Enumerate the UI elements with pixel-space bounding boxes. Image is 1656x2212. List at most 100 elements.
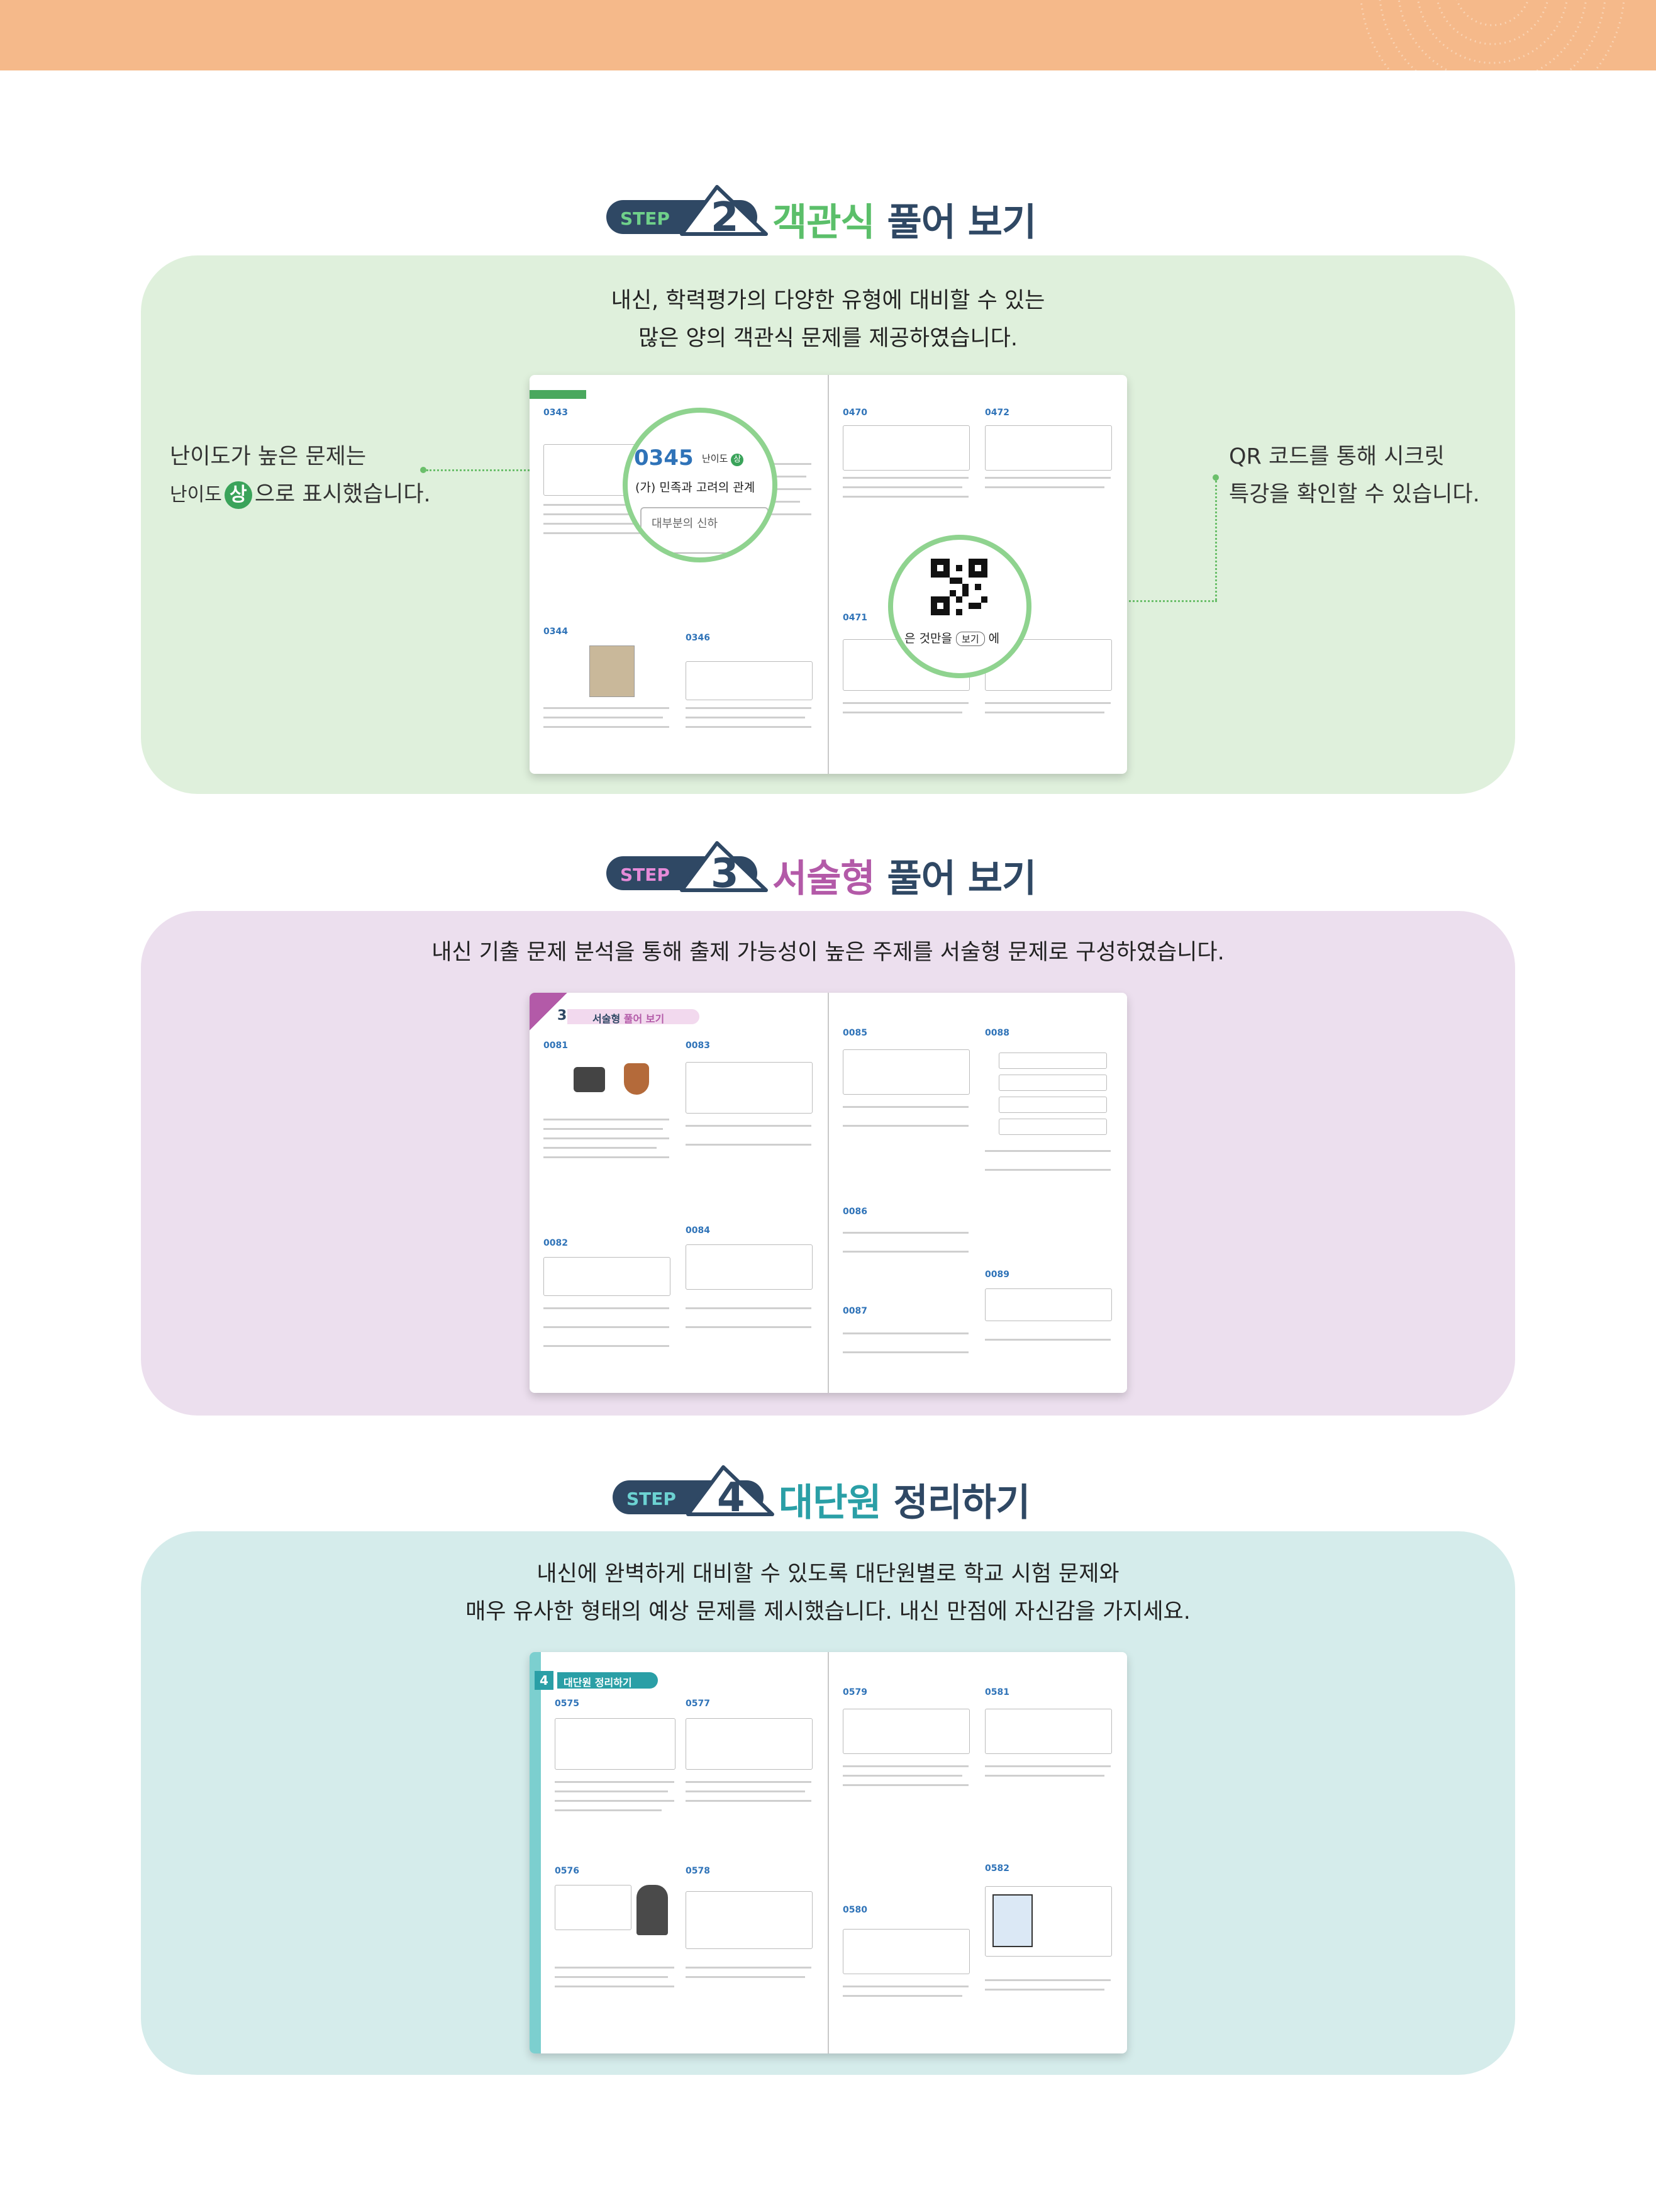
step4-tab-number: 4 (535, 1671, 553, 1690)
step4-header: STEP 4 대단원 정리하기 (0, 1460, 1656, 1535)
step4-title: 대단원 정리하기 (779, 1472, 1030, 1527)
qr-code-icon (931, 559, 987, 615)
question-number: 0089 (985, 1270, 1009, 1280)
question-number: 0578 (686, 1866, 710, 1876)
zoom-qr-text: 은 것만을 (904, 632, 952, 645)
step3-left-page: 3 서술형 풀어 보기 0081 0082 0083 0084 (530, 993, 828, 1393)
step2-title: 객관식 풀어 보기 (772, 192, 1036, 247)
step2-desc-line1: 내신, 학력평가의 다양한 유형에 대비할 수 있는 (611, 288, 1045, 313)
callout-line-left (426, 469, 628, 471)
difficulty-note-suffix: 으로 표시했습니다. (254, 482, 431, 507)
question-number: 0344 (543, 627, 568, 637)
step3-desc-line1: 내신 기출 문제 분석을 통해 출제 가능성이 높은 주제를 서술형 문제로 구… (431, 940, 1225, 965)
step2-header: STEP 2 객관식 풀어 보기 (0, 179, 1656, 255)
step3-tab-number: 3 (557, 1008, 567, 1024)
question-number: 0088 (985, 1028, 1009, 1038)
qr-note: QR 코드를 통해 시크릿 특강을 확인할 수 있습니다. (1229, 438, 1480, 513)
question-passage-box (843, 1929, 970, 1974)
question-passage-box (843, 425, 970, 471)
step3-right-page: 0085 0086 0087 0088 0089 (829, 993, 1127, 1393)
question-number: 0580 (843, 1905, 867, 1915)
step2-desc-line2: 많은 양의 객관식 문제를 제공하였습니다. (638, 326, 1018, 351)
callout-dot-left (420, 467, 426, 473)
question-tv-box (985, 1886, 1112, 1957)
question-number: 0082 (543, 1238, 568, 1248)
question-image (589, 645, 635, 697)
question-passage-box (555, 1885, 631, 1930)
difficulty-note-line1: 난이도가 높은 문제는 (170, 444, 367, 469)
question-number: 0575 (555, 1699, 579, 1709)
question-passage-box (686, 1244, 813, 1290)
step4-desc-line1: 내신에 완벽하게 대비할 수 있도록 대단원별로 학교 시험 문제와 (536, 1561, 1120, 1587)
step2-badge-number: 2 (711, 194, 739, 241)
step4-badge-number: 4 (717, 1475, 745, 1521)
question-passage-box (686, 661, 813, 700)
step3-tab-label2: 풀어 보기 (623, 1013, 665, 1025)
question-passage-box (543, 1257, 670, 1296)
step3-badge-number: 3 (711, 851, 739, 897)
step3-corner-tab (530, 993, 567, 1031)
step4-badge-icon: STEP 4 (613, 1465, 774, 1521)
step3-header: STEP 3 서술형 풀어 보기 (0, 835, 1656, 911)
step4-description: 내신에 완벽하게 대비할 수 있도록 대단원별로 학교 시험 문제와 매우 유사… (141, 1555, 1515, 1631)
step3-title-rest: 풀어 보기 (887, 857, 1037, 901)
question-passage-box (686, 1062, 813, 1114)
step3-title-accent: 서술형 (772, 857, 875, 901)
question-number: 0579 (843, 1687, 867, 1697)
step2-tab (530, 390, 586, 399)
callout-dot-right (1213, 474, 1219, 481)
step3-description: 내신 기출 문제 분석을 통해 출제 가능성이 높은 주제를 서술형 문제로 구… (141, 934, 1515, 971)
qr-note-line1: QR 코드를 통해 시크릿 (1229, 444, 1445, 469)
zoom-passage-text: 대부분의 신하 (652, 517, 718, 530)
step4-side-tab (530, 1652, 541, 2053)
qr-note-line2: 특강을 확인할 수 있습니다. (1229, 482, 1480, 507)
question-number: 0470 (843, 408, 867, 418)
question-passage-box (686, 1891, 813, 1949)
zoom-level-badge: 상 (731, 454, 744, 466)
zoom-difficulty-circle: 0345 난이도 상 (가) 민족과 고려의 관계 대부분의 신하 (623, 408, 777, 562)
tv-screen-illustration (992, 1894, 1033, 1947)
difficulty-high-badge: 상 (224, 481, 252, 509)
step4-tab-label2: 정리하기 (594, 1677, 632, 1689)
step4-right-page: 0579 0580 0581 0582 (829, 1652, 1127, 2053)
question-number: 0346 (686, 633, 710, 643)
question-number: 0577 (686, 1699, 710, 1709)
step4-title-accent: 대단원 (779, 1481, 882, 1525)
step2-right-page: 0470 0472 0471 (829, 375, 1127, 774)
step2-book-preview: 0343 0344 0346 0470 0472 0471 (530, 375, 1127, 774)
zoom-question-text: (가) 민족과 고려의 관계 (635, 481, 755, 494)
step4-badge-label: STEP (626, 1489, 676, 1509)
step2-title-accent: 객관식 (772, 201, 875, 245)
question-number: 0343 (543, 408, 568, 418)
question-number: 0581 (985, 1687, 1009, 1697)
ring-pattern-icon (1360, 0, 1625, 70)
question-number: 0087 (843, 1306, 867, 1316)
artifact-image (624, 1063, 649, 1095)
question-passage-box (843, 1709, 970, 1754)
zoom-question-number: 0345 (634, 445, 694, 471)
question-passage-box (555, 1718, 675, 1770)
question-number: 0472 (985, 408, 1009, 418)
zoom-qr-circle: 은 것만을 보기 에 (888, 535, 1031, 678)
person-illustration (636, 1885, 668, 1935)
step2-badge-icon: STEP 2 (606, 185, 768, 241)
step4-left-page: 4 대단원 정리하기 0575 0576 0577 0578 (530, 1652, 828, 2053)
step4-tab-label: 대단원 (564, 1677, 592, 1689)
question-number: 0084 (686, 1226, 710, 1236)
step3-tab-label: 서술형 (592, 1013, 621, 1025)
callout-line-right-vertical (1215, 481, 1217, 600)
step2-badge-label: STEP (620, 208, 670, 229)
question-number: 0582 (985, 1863, 1009, 1874)
question-passage-box (686, 1718, 813, 1770)
step4-title-rest: 정리하기 (893, 1481, 1031, 1525)
question-passage-box (985, 1288, 1112, 1321)
step3-book-preview: 3 서술형 풀어 보기 0081 0082 0083 0084 0085 008… (530, 993, 1127, 1393)
question-number: 0471 (843, 613, 867, 623)
step2-title-rest: 풀어 보기 (887, 201, 1037, 245)
step4-book-preview: 4 대단원 정리하기 0575 0576 0577 0578 0579 05 (530, 1652, 1127, 2053)
question-number: 0081 (543, 1041, 568, 1051)
question-passage-box (843, 1049, 970, 1095)
question-passage-box (985, 425, 1112, 471)
question-number: 0083 (686, 1041, 710, 1051)
